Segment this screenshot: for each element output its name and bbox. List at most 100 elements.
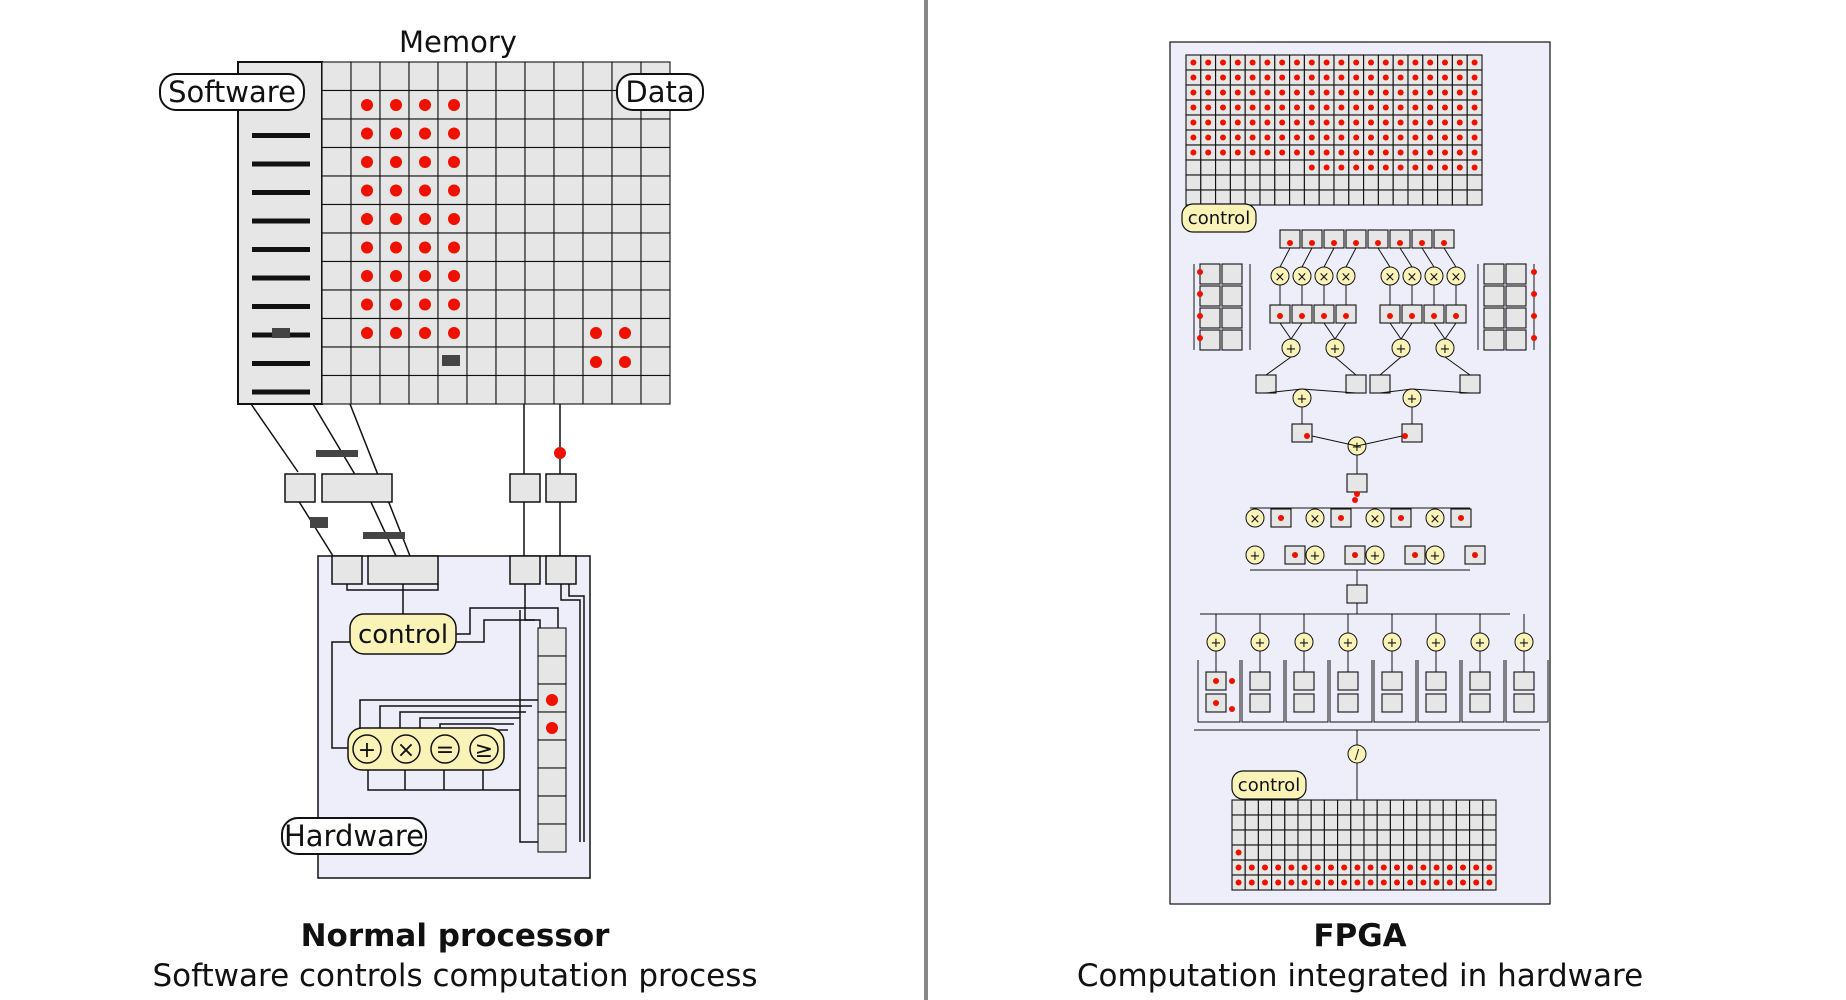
memory-cell [611, 260, 642, 291]
fpga-memory-dot [1471, 104, 1478, 111]
fpga-memory-dot [1279, 59, 1286, 66]
fpga-output-cell [1403, 844, 1418, 861]
fpga-memory-cell [1318, 174, 1335, 191]
fpga-memory-dot [1412, 119, 1419, 126]
fpga-output-cell [1284, 829, 1299, 846]
fpga-memory-dot [1427, 104, 1434, 111]
memory-cell [321, 146, 352, 177]
memory-cell [321, 346, 352, 377]
memory-data-dots [361, 99, 631, 368]
fpga-operator: × [1429, 270, 1440, 285]
fpga-dot [1453, 313, 1459, 319]
fpga-register [1369, 374, 1391, 394]
memory-dot [390, 241, 402, 254]
fpga-memory-dot [1220, 89, 1226, 96]
memory-cell [495, 317, 526, 348]
fpga-output-dot [1341, 864, 1348, 871]
hardware-label-box: Hardware [281, 817, 427, 855]
memory-cell [582, 203, 613, 234]
fpga-output-dot [1380, 864, 1387, 871]
memory-cell [321, 89, 352, 120]
fpga-memory-dot [1308, 104, 1315, 111]
fpga-memory-dot [1368, 104, 1374, 111]
data-dot [1472, 552, 1478, 558]
fpga-dot [1419, 240, 1425, 246]
data-dot [1412, 552, 1418, 558]
memory-cell [553, 346, 584, 377]
memory-cell [524, 317, 555, 348]
fpga-memory-dot [1456, 59, 1463, 66]
hardware-label: Hardware [284, 819, 424, 853]
fpga-output-dot [1407, 879, 1414, 886]
left-title: Normal processor [300, 918, 610, 954]
fpga-memory-dot [1368, 74, 1374, 81]
register-dot [546, 694, 558, 706]
fpga-dot [1299, 313, 1305, 319]
fpga-memory-dot [1338, 74, 1345, 81]
fpga-memory-dot [1471, 89, 1478, 96]
fpga-memory-cell [1407, 174, 1424, 191]
fpga-dot [1277, 313, 1283, 319]
fpga-memory-dot [1456, 74, 1463, 81]
memory-dot [419, 241, 431, 254]
fpga-memory-dot [1205, 149, 1212, 156]
fpga-operator: × [1319, 270, 1330, 285]
register [537, 739, 567, 769]
fpga-output-memory-grid [1231, 799, 1497, 891]
fpga-output-cell [1244, 844, 1259, 861]
fpga-memory-cell [1437, 189, 1453, 206]
fpga-dot [1331, 240, 1337, 246]
fpga-output-dot [1354, 879, 1361, 886]
fpga-memory-dot [1397, 89, 1404, 96]
memory-cell [553, 260, 584, 291]
memory-cell [466, 317, 497, 348]
fpga-register [1291, 423, 1313, 443]
fpga-memory-dot [1412, 59, 1419, 66]
fpga-memory-dot [1427, 149, 1434, 156]
fpga-output-cell [1482, 799, 1497, 816]
fpga-memory-cell [1407, 189, 1424, 206]
fpga-dot [1309, 240, 1315, 246]
memory-cell [524, 61, 555, 92]
fpga-memory-dot [1294, 119, 1300, 126]
fpga-memory-dot [1294, 104, 1300, 111]
memory-cell [611, 203, 642, 234]
fpga-memory-dot [1382, 104, 1389, 111]
fpga-memory-cell [1244, 189, 1261, 206]
memory-cell [350, 346, 381, 377]
fpga-operator: + [1299, 636, 1310, 651]
wire [1241, 660, 1285, 723]
fpga-register [1221, 285, 1243, 307]
fpga-output-cell [1337, 814, 1352, 831]
fpga-memory-dot [1382, 134, 1389, 141]
fpga-memory-cell [1303, 189, 1320, 206]
fpga-output-dot [1394, 864, 1400, 871]
wire [1334, 356, 1357, 376]
fpga-output-cell [1363, 844, 1378, 861]
fpga-operator-circle [1305, 545, 1325, 565]
instruction-line [252, 389, 310, 395]
fpga-memory-dot [1382, 59, 1389, 66]
fpga-dot [1287, 240, 1293, 246]
data-dot [1354, 491, 1360, 497]
fpga-memory-dot [1338, 134, 1345, 141]
memory-cell [640, 146, 671, 177]
fpga-output-cell [1482, 814, 1497, 831]
memory-dot [390, 156, 402, 168]
memory-dot [361, 213, 373, 225]
memory-cell [466, 260, 497, 291]
fpga-output-cell [1337, 829, 1352, 846]
fpga-memory-dot [1264, 59, 1271, 66]
wire [1323, 322, 1336, 340]
fpga-output-cell [1482, 844, 1497, 861]
fpga-output-cell [1244, 799, 1259, 816]
wire [1265, 356, 1292, 376]
memory-dot [619, 327, 631, 339]
fpga-memory-dot [1234, 59, 1241, 66]
register [537, 823, 567, 853]
fpga-memory-dot [1353, 149, 1360, 156]
fpga-dot [1397, 240, 1403, 246]
fpga-memory-dot [1279, 74, 1286, 81]
fpga-output-cell [1376, 799, 1391, 816]
fpga-memory-dot [1190, 134, 1197, 141]
